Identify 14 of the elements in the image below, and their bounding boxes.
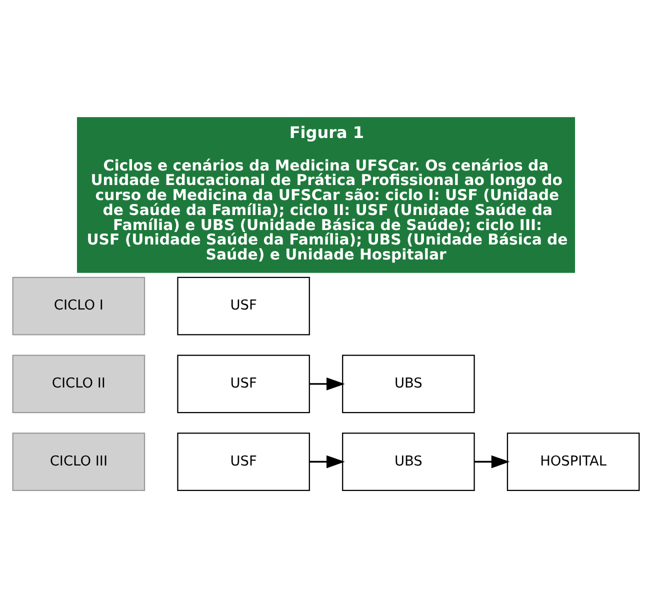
arrow — [309, 454, 345, 468]
caption: Ciclos e cenários da Medicina UFSCar. Os cenários da Unidade Educacional de Prática Profissional ao longo do curso de Medicina da UFSCar são: ciclo I: USF (Unidade de Saúde da Família); ciclo II: USF (Unidade Saúde da Família) e UBS (Unidade Básica de Saúde); ciclo III: USF (Unidade Saúde da Família); UBS (Unidade Básica de Saúde) e Unidade Hospitalar — [86, 156, 568, 264]
arrow — [474, 454, 510, 468]
node-box: USF — [177, 432, 310, 490]
node-box: UBS — [342, 432, 475, 490]
node-box: CICLO II — [12, 354, 146, 413]
arrow — [309, 377, 345, 390]
diagram-title: Figura 1 — [289, 122, 364, 142]
node-box: CICLO I — [12, 276, 146, 335]
node-box: USF — [177, 354, 310, 413]
node-box: CICLO III — [12, 432, 146, 490]
node-box: UBS — [342, 354, 475, 413]
node-box: HOSPITAL — [506, 432, 640, 490]
node-box: USF — [177, 276, 310, 335]
